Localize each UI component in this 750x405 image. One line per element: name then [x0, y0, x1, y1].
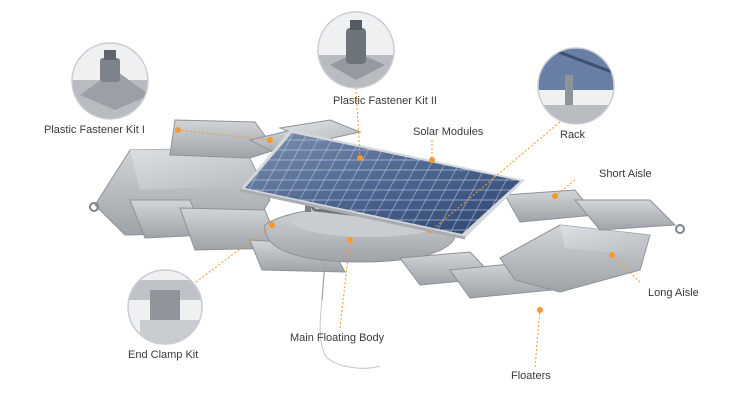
leader-dots [175, 127, 615, 313]
label-plastic-fastener-kit-2: Plastic Fastener Kit II [333, 95, 437, 107]
right-floater-cluster [504, 189, 685, 234]
label-solar-modules: Solar Modules [413, 126, 484, 138]
front-right-floater-row [399, 224, 651, 299]
end-clamp-kit-detail [127, 269, 203, 345]
fastener-kit-2-detail [317, 11, 395, 89]
label-long-aisle: Long Aisle [648, 287, 699, 299]
label-rack: Rack [560, 129, 586, 141]
label-plastic-fastener-kit-1: Plastic Fastener Kit I [44, 124, 145, 136]
rack-detail [537, 47, 615, 125]
fastener-kit-1-detail [71, 42, 149, 120]
solar-modules [239, 130, 525, 240]
label-short-aisle: Short Aisle [599, 168, 652, 180]
label-floaters: Floaters [511, 370, 551, 382]
label-end-clamp-kit: End Clamp Kit [128, 349, 199, 361]
floaters-group [89, 119, 685, 369]
leader-lines [177, 87, 641, 368]
label-main-floating-body: Main Floating Body [290, 332, 385, 344]
